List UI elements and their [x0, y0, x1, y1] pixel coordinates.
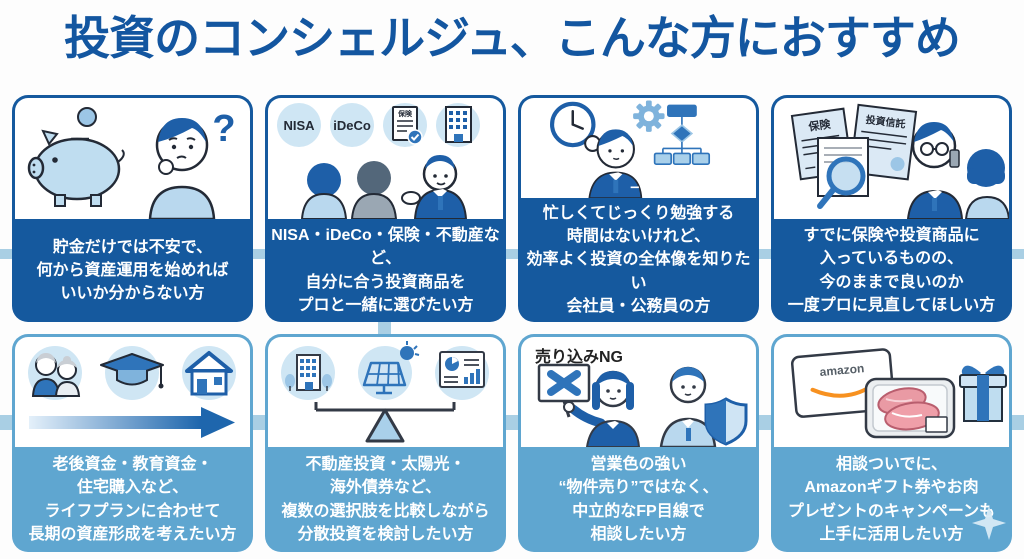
graduation-cap-icon	[100, 353, 164, 389]
building-icon	[285, 354, 332, 391]
connector-band-top	[0, 249, 1024, 259]
sparkle-icon	[972, 506, 1006, 545]
no-selling-badge: 売り込みNG	[535, 349, 624, 366]
amazon-logo-text: amazon	[819, 361, 865, 379]
nisa-circle	[277, 103, 321, 147]
clock-gear-flowchart-svg	[550, 100, 711, 199]
balance-scale-icon	[314, 402, 456, 443]
insurance-doc-label: 保険	[397, 109, 413, 118]
life-plan-illustration	[12, 334, 253, 447]
man-on-phone-illustration	[906, 122, 964, 219]
ng-sign-icon	[537, 363, 591, 418]
connector-band-bottom	[0, 415, 1024, 430]
gift-campaign-svg: amazon	[790, 348, 1007, 439]
product-options-svg: NISA iDeCo 保険	[277, 103, 480, 219]
product-options-illustration: NISA iDeCo 保険	[265, 95, 506, 219]
question-mark: ?	[212, 108, 235, 150]
card-gift-campaign: amazon	[771, 334, 1012, 552]
comparison-scale-illustration	[265, 334, 506, 447]
solar-panel-icon	[362, 341, 420, 395]
shield-icon	[704, 397, 748, 446]
building-icon	[445, 106, 472, 143]
card-choose-products-with-pro: NISA iDeCo 保険	[265, 95, 506, 322]
ideco-label: iDeCo	[333, 118, 371, 133]
policy-review-illustration: 保険 投資信託	[771, 95, 1012, 219]
connector-vertical	[378, 318, 391, 336]
woman-with-sign-illustration	[563, 370, 641, 447]
timeline-arrow	[29, 407, 235, 438]
worried-man-illustration: ?	[148, 108, 236, 219]
clock-gear-flowchart-illustration	[518, 95, 759, 199]
life-plan-svg	[28, 346, 236, 438]
card-caption: 営業色の強い “物件売り”ではなく、 中立的なFP目線で 相談したい方	[518, 447, 759, 552]
page-title: 投資のコンシェルジュ、こんな方におすすめ	[64, 12, 961, 64]
card-beginner-anxiety: ? 貯金だけでは不安で、 何から資産運用を始めれば いいか分からない方	[12, 95, 253, 322]
magnifier-icon	[817, 156, 866, 209]
policy-review-svg: 保険 投資信託	[790, 103, 1009, 219]
card-caption: 忙しくてじっくり勉強する 時間はないけれど、 効率よく投資の全体像を知りたい 会…	[518, 198, 759, 322]
insurance-document-icon: 保険	[392, 106, 423, 145]
card-caption: すでに保険や投資商品に 入っているものの、 今のままで良いのか 一度プロに見直し…	[771, 219, 1012, 322]
card-caption: 老後資金・教育資金・ 住宅購入など、 ライフプランに合わせて 長期の資産形成を考…	[12, 447, 253, 552]
piggy-bank-worried-man-svg: ?	[27, 107, 236, 219]
neutral-fp-man-illustration	[659, 366, 717, 447]
card-caption: 不動産投資・太陽光・ 海外債券など、 複数の選択肢を比較しながら 分散投資を検討…	[265, 447, 506, 552]
chart-board-icon	[439, 351, 485, 388]
no-hard-sell-illustration: 売り込みNG	[518, 334, 759, 447]
ideco-circle	[330, 103, 374, 147]
clients-and-advisor-illustration	[300, 155, 468, 219]
motivated-businessman-illustration	[584, 129, 643, 199]
flowchart-icon	[653, 104, 711, 165]
meat-tray-icon	[864, 377, 956, 439]
gift-campaign-illustration: amazon	[771, 334, 1012, 447]
clock-icon	[550, 101, 596, 148]
listening-woman-illustration	[964, 149, 1009, 219]
gift-box-icon	[959, 365, 1007, 422]
card-busy-worker: 忙しくてじっくり勉強する 時間はないけれど、 効率よく投資の全体像を知りたい 会…	[518, 95, 759, 322]
no-hard-sell-svg	[537, 363, 748, 447]
card-neutral-fp: 売り込みNG	[518, 334, 759, 552]
insurance-doc-label: 保険	[807, 117, 833, 134]
elderly-couple-icon	[31, 353, 81, 397]
card-review-existing: 保険 投資信託	[771, 95, 1012, 322]
card-caption: 相談ついでに、 Amazonギフト券やお肉 プレゼントのキャンペーンも 上手に活…	[771, 447, 1012, 552]
card-life-plan: 老後資金・教育資金・ 住宅購入など、 ライフプランに合わせて 長期の資産形成を考…	[12, 334, 253, 552]
nisa-label: NISA	[283, 118, 315, 133]
card-caption: 貯金だけでは不安で、 何から資産運用を始めれば いいか分からない方	[12, 219, 253, 322]
card-caption: NISA・iDeCo・保険・不動産など、 自分に合う投資商品を プロと一緒に選び…	[265, 219, 506, 322]
house-icon	[185, 351, 233, 396]
gear-icon	[633, 100, 665, 132]
piggy-bank-icon	[27, 107, 125, 207]
comparison-scale-svg	[281, 341, 489, 443]
card-diversify: 不動産投資・太陽光・ 海外債券など、 複数の選択肢を比較しながら 分散投資を検討…	[265, 334, 506, 552]
piggy-bank-worried-man-illustration: ?	[12, 95, 253, 219]
